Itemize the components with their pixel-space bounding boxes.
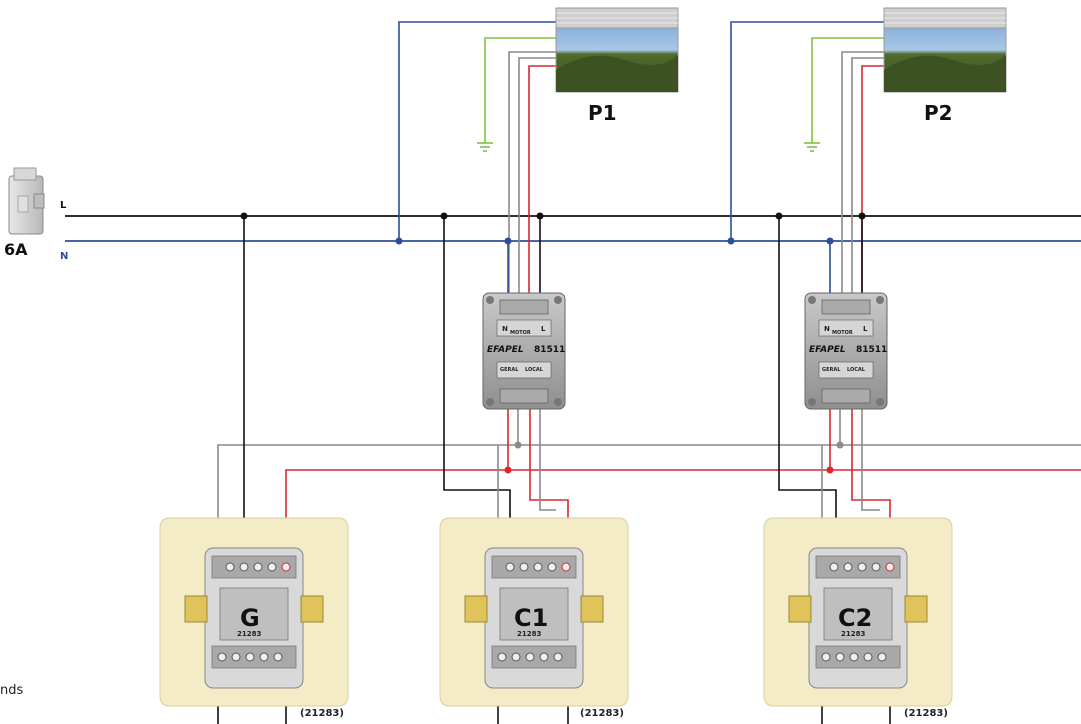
red-control-bus [285, 469, 1081, 565]
switch-g [159, 517, 349, 707]
switch-g-label: G [240, 604, 260, 632]
module-1-brand: EFAPEL [487, 345, 524, 355]
motor-p2-label: P2 [924, 101, 953, 125]
module-2-local: LOCAL [847, 367, 866, 373]
circuit-breaker [8, 167, 45, 235]
motor-p1-label: P1 [588, 101, 617, 125]
junction-dots [240, 212, 866, 474]
switch-g-code: 21283 [237, 630, 261, 638]
module-1-model: 81511 [534, 345, 565, 355]
module-2-brand: EFAPEL [809, 345, 846, 355]
module-2 [804, 292, 888, 410]
module-2-l: L [863, 325, 868, 333]
switch-c2-label: C2 [838, 604, 872, 632]
motor-p1 [555, 7, 679, 93]
motor-p2 [883, 7, 1007, 93]
module-2-motor: MOTOR [832, 330, 853, 336]
partial-caption: nds [0, 683, 23, 698]
module-2-model: 81511 [856, 345, 887, 355]
module-1-geral: GERAL [500, 367, 519, 373]
switch-c2 [763, 517, 953, 707]
switch-g-ref: (21283) [300, 708, 344, 719]
line-label: L [60, 200, 67, 211]
switch-c1-label: C1 [514, 604, 548, 632]
motor-p2-wiring [730, 21, 884, 302]
module-2-geral: GERAL [822, 367, 841, 373]
module-1-local: LOCAL [525, 367, 544, 373]
module-1-l: L [541, 325, 546, 333]
switch-c2-ref: (21283) [904, 708, 948, 719]
motor-p1-wiring [398, 21, 556, 302]
neutral-label: N [60, 251, 68, 262]
switch-c2-code: 21283 [841, 630, 865, 638]
switch-c1-code: 21283 [517, 630, 541, 638]
switch-c1-ref: (21283) [580, 708, 624, 719]
switch-c1 [439, 517, 629, 707]
module-1-motor: MOTOR [510, 330, 531, 336]
breaker-rating: 6A [4, 240, 28, 259]
module-2-n: N [824, 325, 830, 333]
module-1 [482, 292, 566, 410]
module-1-n: N [502, 325, 508, 333]
